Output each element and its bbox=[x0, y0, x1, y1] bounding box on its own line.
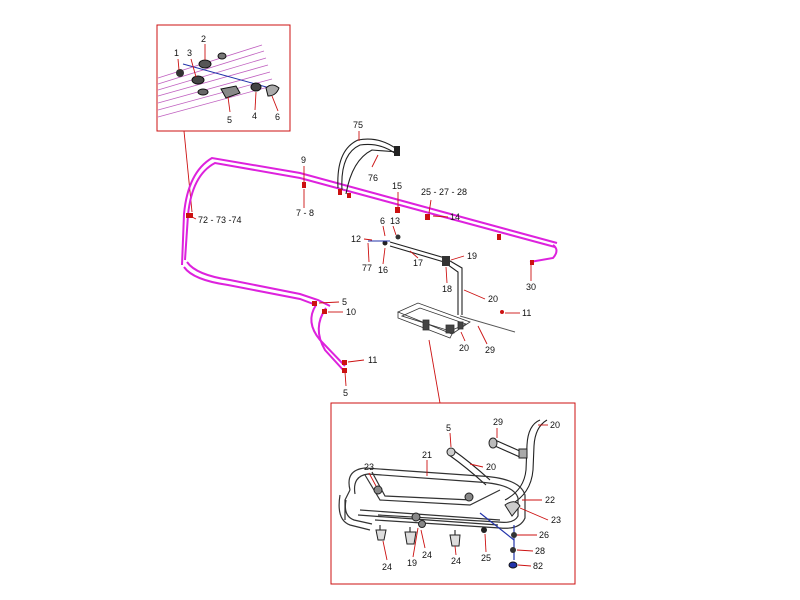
part-1-nut bbox=[176, 69, 184, 77]
callout-label: 76 bbox=[368, 173, 378, 183]
callout-label: 19 bbox=[407, 558, 417, 568]
part-2-fitting-b bbox=[217, 52, 227, 60]
callout-label: 17 bbox=[413, 258, 423, 268]
clip-18 bbox=[442, 256, 450, 266]
nut-center bbox=[464, 492, 474, 502]
clamp-82 bbox=[508, 561, 518, 569]
callout-label: 15 bbox=[392, 181, 402, 191]
callout-label: 24 bbox=[451, 556, 461, 566]
callout-label: 25 - 27 - 28 bbox=[421, 187, 467, 197]
callout-label: 20 bbox=[486, 462, 496, 472]
callout-label: 23 bbox=[364, 462, 374, 472]
callout-label: 24 bbox=[422, 550, 432, 560]
part-6-clamp bbox=[265, 84, 280, 97]
callout-label: 1 bbox=[174, 48, 179, 58]
bracket-24-a bbox=[375, 529, 387, 541]
rack-hardware bbox=[373, 485, 521, 569]
callout-label: 13 bbox=[390, 216, 400, 226]
inset-top-leaders bbox=[177, 44, 279, 113]
callout-label: 12 bbox=[351, 234, 361, 244]
callout-label: 77 bbox=[362, 263, 372, 273]
callout-label: 14 bbox=[450, 212, 460, 222]
callout-label: 20 bbox=[488, 294, 498, 304]
callout-label: 3 bbox=[187, 48, 192, 58]
main-assembly: 75 76 9 7 - 8 15 25 - 27 - 28 14 72 - 73… bbox=[181, 120, 558, 398]
rod-26 bbox=[479, 512, 515, 541]
callout-label: 6 bbox=[380, 216, 385, 226]
bracket-24-c bbox=[449, 534, 461, 547]
part-4-nut bbox=[250, 82, 262, 92]
callout-label: 23 bbox=[551, 515, 561, 525]
nut-19-a bbox=[411, 512, 421, 522]
callout-label: 5 bbox=[342, 297, 347, 307]
fitting-26 bbox=[511, 532, 517, 538]
callout-label: 5 bbox=[446, 423, 451, 433]
inset-bottom-frame bbox=[330, 402, 576, 585]
callout-label: 7 - 8 bbox=[296, 208, 314, 218]
inset-bottom-tubes bbox=[446, 419, 548, 506]
callout-label: 20 bbox=[459, 343, 469, 353]
callout-label: 18 bbox=[442, 284, 452, 294]
callout-label: 30 bbox=[526, 282, 536, 292]
callout-label: 24 bbox=[382, 562, 392, 572]
fitting-28 bbox=[510, 547, 516, 553]
callout-label: 19 bbox=[467, 251, 477, 261]
callout-label: 16 bbox=[378, 265, 388, 275]
inset-top-frame bbox=[156, 24, 291, 132]
tube-end-76 bbox=[394, 151, 400, 156]
inset-top-left: 1 2 3 5 4 6 bbox=[156, 24, 291, 132]
callout-label: 2 bbox=[201, 34, 206, 44]
callout-label: 75 bbox=[353, 120, 363, 130]
clamp-5 bbox=[446, 447, 456, 457]
tube-end-29 bbox=[488, 437, 498, 449]
right-fuel-lines bbox=[368, 234, 516, 333]
small-bracket-assembly bbox=[396, 302, 471, 339]
callout-label: 6 bbox=[275, 112, 280, 122]
nut-23 bbox=[373, 485, 383, 495]
part-3-fitting-b bbox=[197, 88, 209, 96]
heat-shield-rack bbox=[338, 467, 526, 545]
callout-label: 29 bbox=[485, 345, 495, 355]
pipe-clamp-markers bbox=[186, 182, 534, 373]
fitting-13 bbox=[395, 234, 401, 240]
part-2-fitting bbox=[198, 59, 212, 69]
callout-label: 11 bbox=[368, 355, 377, 365]
callout-label: 82 bbox=[533, 561, 543, 571]
callout-label: 29 bbox=[493, 417, 503, 427]
inset-bottom-leaders bbox=[368, 424, 549, 567]
callout-label: 26 bbox=[539, 530, 549, 540]
callout-label: 4 bbox=[252, 111, 257, 121]
callout-label: 28 bbox=[535, 546, 545, 556]
callout-label: 20 bbox=[550, 420, 560, 430]
main-leaders bbox=[189, 131, 532, 387]
callout-label: 72 - 73 -74 bbox=[198, 215, 242, 225]
clip-20-top bbox=[518, 448, 528, 459]
callout-label: 5 bbox=[227, 115, 232, 125]
nut-25 bbox=[481, 527, 487, 533]
callout-label: 11 bbox=[522, 308, 531, 318]
upper-loop-tubes bbox=[337, 138, 400, 195]
callout-label: 9 bbox=[301, 155, 306, 165]
callout-label: 21 bbox=[422, 450, 432, 460]
part-3-fitting bbox=[191, 75, 205, 85]
inset-bottom-link-line bbox=[428, 339, 441, 404]
inset-bottom-right: 29 20 5 21 20 23 22 23 26 28 82 24 19 24… bbox=[330, 402, 576, 585]
nut-19-b bbox=[418, 520, 426, 528]
callout-label: 25 bbox=[481, 553, 491, 563]
callout-label: 22 bbox=[545, 495, 555, 505]
fitting-16 bbox=[382, 240, 388, 246]
inset-top-rail bbox=[157, 44, 273, 118]
tube-end-75 bbox=[394, 146, 400, 151]
part-5-bracket bbox=[220, 85, 241, 99]
bracket-24-b bbox=[404, 531, 417, 545]
callout-label: 5 bbox=[343, 388, 348, 398]
bracket-23-right bbox=[504, 501, 521, 517]
inset-top-fittings bbox=[176, 52, 280, 99]
callout-label: 10 bbox=[346, 307, 356, 317]
